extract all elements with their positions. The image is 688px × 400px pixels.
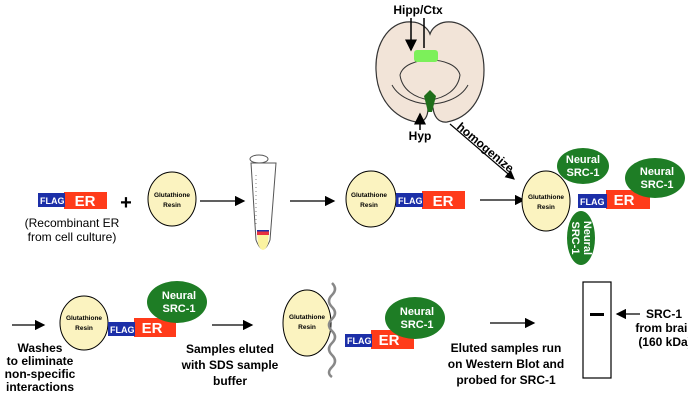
resin-label: Glutathione xyxy=(351,192,387,199)
flag-label: FLAG xyxy=(40,196,65,206)
blot-lane xyxy=(582,281,612,379)
blot-caption: Eluted samples run on Western Blot and p… xyxy=(448,341,564,387)
src1-label: SRC-1 xyxy=(400,319,433,331)
caption-line: buffer xyxy=(213,374,247,388)
flag-label: FLAG xyxy=(347,336,372,346)
caption-line: on Western Blot and xyxy=(448,357,564,371)
resin-label: Glutathione xyxy=(66,315,102,322)
caption-line: interactions xyxy=(6,380,74,394)
src1-label: Neural xyxy=(640,166,674,178)
resin-label: Resin xyxy=(537,204,555,211)
hipp-ctx-region xyxy=(414,50,438,62)
hyp-label: Hyp xyxy=(409,129,432,143)
eluted-complex: Glutathione Resin FLAG ER Neural SRC-1 xyxy=(282,282,445,379)
src1-label: Neural xyxy=(400,306,434,318)
flag-label: FLAG xyxy=(398,196,423,206)
washed-complex: Glutathione Resin FLAG ER Neural SRC-1 xyxy=(59,281,207,351)
band-label: SRC-1 xyxy=(646,307,682,321)
homogenize-arrow xyxy=(449,123,515,180)
src1-label: SRC-1 xyxy=(566,167,599,179)
er-label: ER xyxy=(142,320,163,337)
resin-label: Glutathione xyxy=(528,194,564,201)
resin-label: Resin xyxy=(163,202,181,209)
src1-band xyxy=(590,313,604,316)
er-label: ER xyxy=(614,192,635,209)
src1-label: SRC-1 xyxy=(162,303,195,315)
resin-flag-er-complex: Glutathione Resin FLAG ER xyxy=(345,170,465,228)
caption-line: Washes xyxy=(18,341,63,355)
resin-label: Glutathione xyxy=(289,314,325,321)
resin-label: Resin xyxy=(75,325,93,332)
caption-line: Samples eluted xyxy=(186,342,274,356)
recombinant-caption-2: from cell culture) xyxy=(28,230,117,244)
microcentrifuge-tube xyxy=(249,154,277,250)
elute-caption: Samples eluted with SDS sample buffer xyxy=(181,342,279,388)
plus-sign: + xyxy=(120,192,132,214)
resin-label: Resin xyxy=(298,324,316,331)
hipp-ctx-label: Hipp/Ctx xyxy=(393,3,443,17)
src1-label: Neural xyxy=(162,290,196,302)
src1-label: Neural xyxy=(566,154,600,166)
band-label: (160 kDa) xyxy=(638,335,688,349)
western-blot: SRC-1 from brain (160 kDa) xyxy=(582,281,688,379)
caption-line: non-specific xyxy=(5,367,76,381)
src1-label: Neural xyxy=(581,221,593,255)
resin-label: Glutathione xyxy=(154,192,190,199)
recombinant-caption-1: (Recombinant ER xyxy=(25,216,120,230)
er-label: ER xyxy=(75,193,96,210)
resin-label: Resin xyxy=(360,202,378,209)
glutathione-resin: Glutathione Resin xyxy=(147,171,197,227)
flag-er-construct: FLAG ER xyxy=(38,192,107,210)
flag-label: FLAG xyxy=(580,197,605,207)
caption-line: probed for SRC-1 xyxy=(456,373,556,387)
resin-er-src1-complex: Neural SRC-1 Glutathione Resin Neural SR… xyxy=(521,148,685,265)
brain-section: Hipp/Ctx Hyp homogenize xyxy=(375,3,517,180)
caption-line: to eliminate xyxy=(7,354,74,368)
er-label: ER xyxy=(379,332,400,349)
hyp-region xyxy=(424,90,436,112)
wash-caption: Washes to eliminate non-specific interac… xyxy=(5,341,76,394)
er-label: ER xyxy=(433,193,454,210)
band-label: from brain xyxy=(635,321,688,335)
homogenize-label: homogenize xyxy=(454,120,517,176)
caption-line: with SDS sample xyxy=(181,358,279,372)
caption-line: Eluted samples run xyxy=(451,341,562,355)
src1-label: SRC-1 xyxy=(640,179,673,191)
flag-label: FLAG xyxy=(110,325,135,335)
cleavage-wavy-line xyxy=(327,282,337,379)
src1-label: SRC-1 xyxy=(569,221,581,254)
